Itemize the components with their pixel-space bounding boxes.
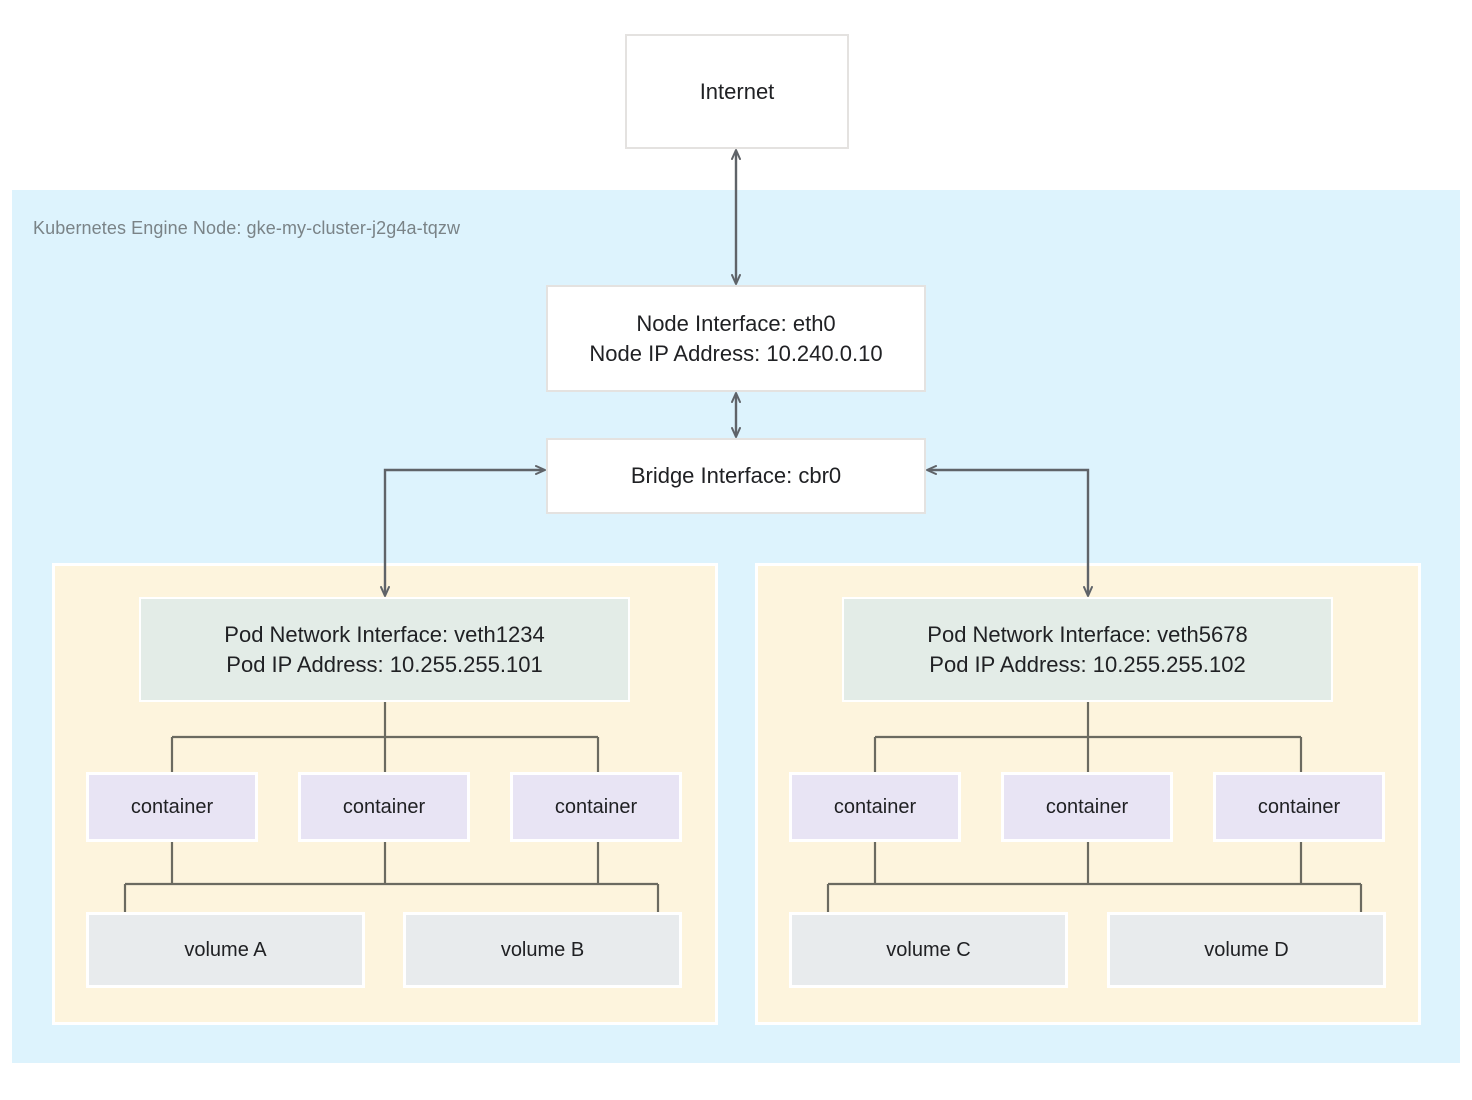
container-label: container [1257,795,1341,818]
container-label: container [833,795,917,818]
pod-1-interface-name: Pod Network Interface: veth1234 [224,622,545,648]
pod-2-ip-address: Pod IP Address: 10.255.255.102 [929,651,1246,677]
volume-label: volume B [500,938,585,961]
pod-1-container-2[interactable]: container [298,772,470,842]
container-label: container [1045,795,1129,818]
node-interface-box[interactable]: Node Interface: eth0 Node IP Address: 10… [546,285,926,392]
node-ip-address: Node IP Address: 10.240.0.10 [589,340,883,366]
volume-label: volume C [886,938,971,961]
bridge-interface-box[interactable]: Bridge Interface: cbr0 [546,438,926,514]
pod-1-volume-b[interactable]: volume B [403,912,682,988]
internet-box[interactable]: Internet [625,34,849,149]
pod-2-network-interface-box[interactable]: Pod Network Interface: veth5678 Pod IP A… [842,597,1333,702]
pod-2-interface-name: Pod Network Interface: veth5678 [927,622,1248,648]
pod-1-network-interface-box[interactable]: Pod Network Interface: veth1234 Pod IP A… [139,597,630,702]
pod-2-container-2[interactable]: container [1001,772,1173,842]
volume-label: volume A [184,938,267,961]
volume-label: volume D [1204,938,1289,961]
internet-label: Internet [699,78,775,104]
pod-2-container-3[interactable]: container [1213,772,1385,842]
kubernetes-node-label: Kubernetes Engine Node: gke-my-cluster-j… [33,218,461,238]
pod-1-container-1[interactable]: container [86,772,258,842]
node-interface-name: Node Interface: eth0 [636,311,836,337]
pod-2-volume-d[interactable]: volume D [1107,912,1386,988]
pod-1-ip-address: Pod IP Address: 10.255.255.101 [226,651,543,677]
pod-2-volume-c[interactable]: volume C [789,912,1068,988]
pod-2-container-1[interactable]: container [789,772,961,842]
pod-1-volume-a[interactable]: volume A [86,912,365,988]
container-label: container [130,795,214,818]
bridge-interface-label: Bridge Interface: cbr0 [630,463,842,489]
pod-1-container-3[interactable]: container [510,772,682,842]
container-label: container [554,795,638,818]
container-label: container [342,795,426,818]
